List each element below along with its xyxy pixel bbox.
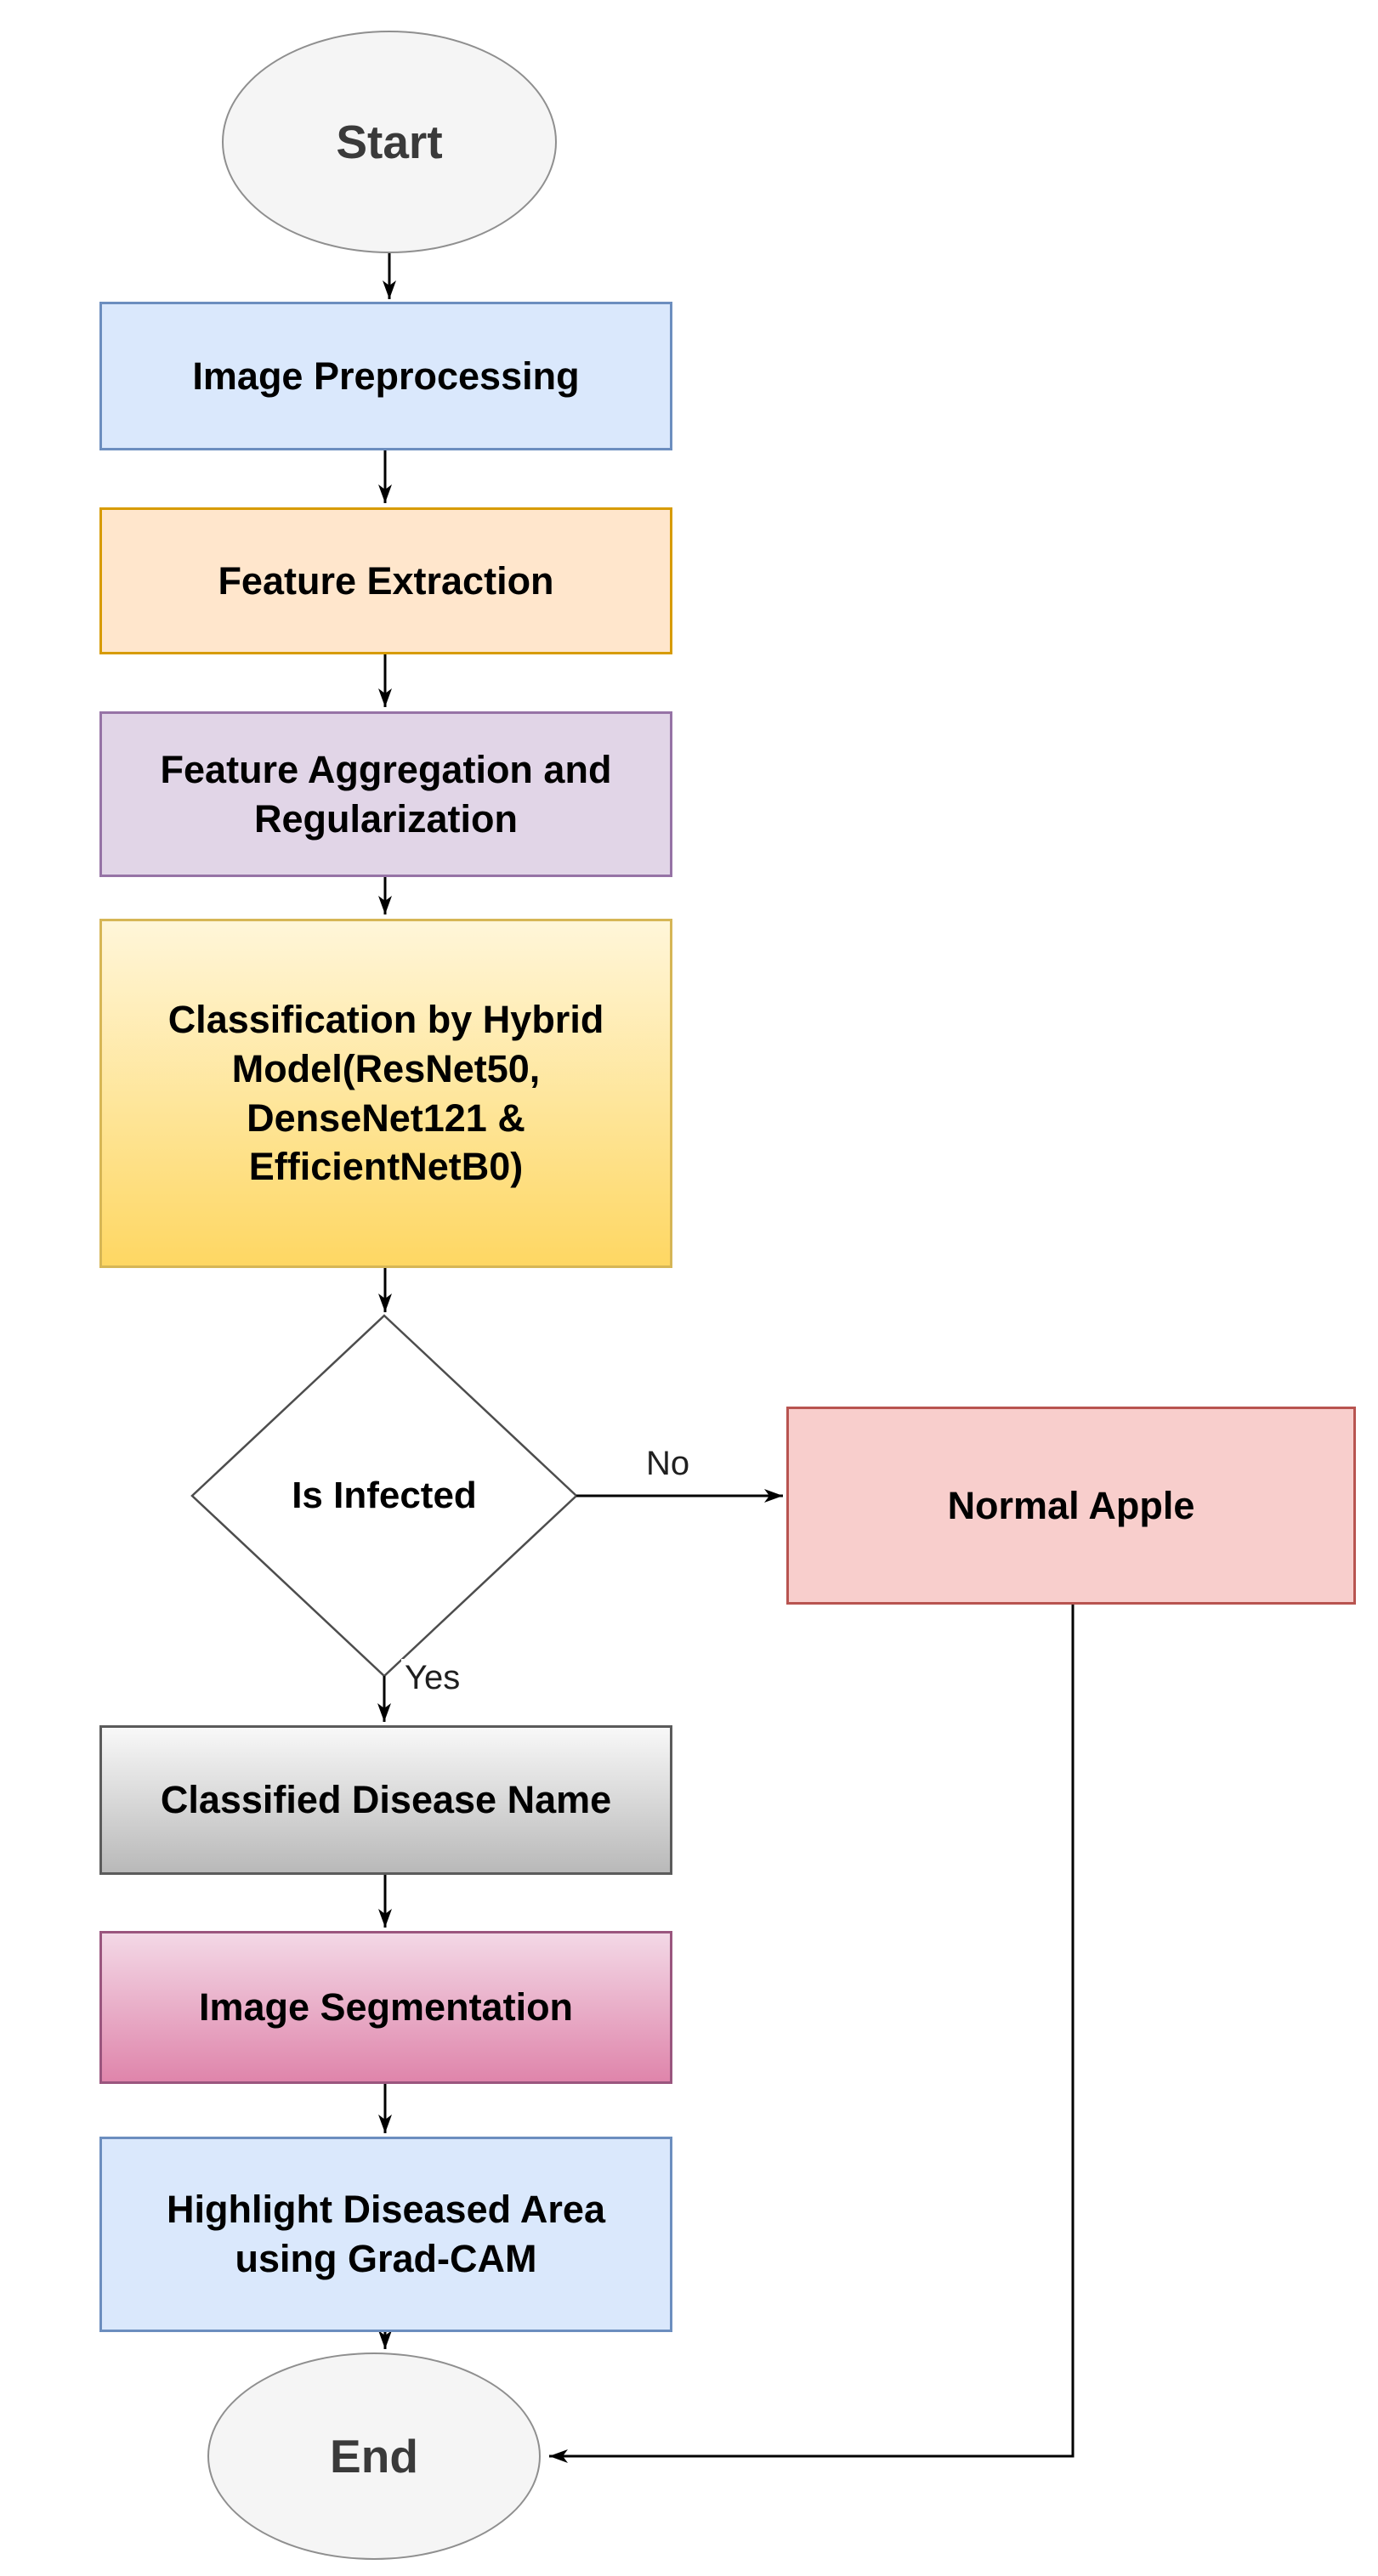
highlight-gradcam-label: Highlight Diseased Area using Grad-CAM — [167, 2188, 605, 2280]
image-preprocessing-label: Image Preprocessing — [192, 354, 580, 398]
edge-label-no: No — [643, 1445, 694, 1483]
node-is-infected-decision: Is Infected — [214, 1411, 554, 1581]
is-infected-label: Is Infected — [292, 1474, 477, 1516]
node-feature-extraction: Feature Extraction — [99, 507, 672, 654]
image-segmentation-label: Image Segmentation — [198, 1985, 574, 2030]
node-image-segmentation: Image Segmentation — [99, 1931, 672, 2084]
arrow-normal-apple-to-end — [549, 1605, 1075, 2463]
node-image-preprocessing: Image Preprocessing — [99, 302, 672, 450]
node-highlight-gradcam: Highlight Diseased Area using Grad-CAM — [99, 2137, 672, 2332]
classified-disease-label: Classified Disease Name — [160, 1778, 612, 1822]
feature-extraction-label: Feature Extraction — [218, 558, 554, 603]
start-label: Start — [336, 115, 443, 168]
feature-aggregation-label: Feature Aggregation and Regularization — [160, 747, 612, 841]
node-start: Start — [222, 31, 557, 253]
normal-apple-label: Normal Apple — [947, 1483, 1195, 1527]
node-feature-aggregation: Feature Aggregation and Regularization — [99, 711, 672, 877]
node-normal-apple: Normal Apple — [786, 1407, 1356, 1605]
node-classified-disease-name: Classified Disease Name — [99, 1725, 672, 1875]
edge-label-yes: Yes — [401, 1659, 464, 1697]
node-classification-hybrid-model: Classification by Hybrid Model(ResNet50,… — [99, 919, 672, 1268]
classification-label: Classification by Hybrid Model(ResNet50,… — [167, 998, 604, 1189]
node-end: End — [207, 2352, 541, 2560]
end-label: End — [330, 2429, 418, 2483]
